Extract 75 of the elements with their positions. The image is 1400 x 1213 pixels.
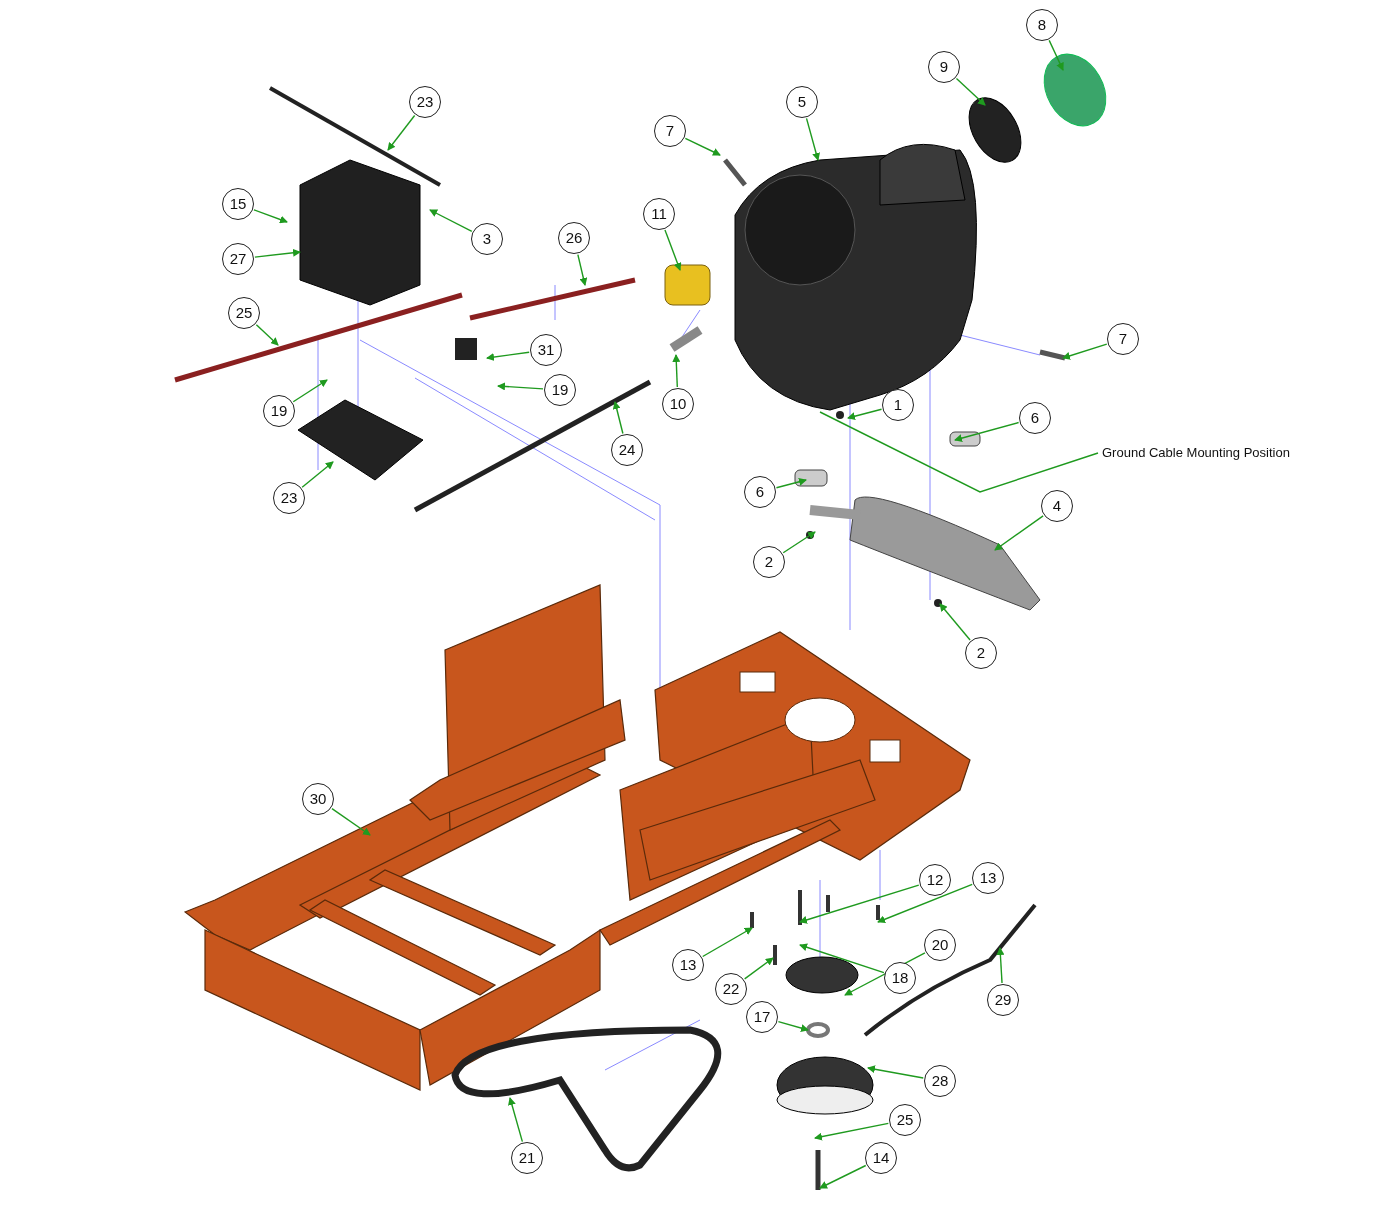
callout-number: 31 [530,334,562,366]
callout-number: 4 [1041,490,1073,522]
leader-line [702,927,753,958]
leader-line [867,1065,924,1079]
leader-line [777,1020,809,1032]
leader-line [486,351,530,361]
callout-number: 8 [1026,9,1058,41]
callout-number: 13 [672,949,704,981]
callout-number: 26 [558,222,590,254]
callout-number: 25 [889,1104,921,1136]
callout-number: 17 [746,1001,778,1033]
leader-line [1048,39,1064,71]
leader-line [387,114,416,151]
leader-line [799,943,885,974]
callout-number: 2 [753,546,785,578]
callout-number: 2 [965,637,997,669]
leader-line [497,382,544,391]
leader-line [577,253,588,286]
callout-number: 9 [928,51,960,83]
leader-line [1062,343,1108,360]
leader-line [775,477,807,489]
leader-line [996,947,1005,984]
leader-line [508,1097,524,1143]
leader-line [782,531,816,554]
callout-text: Ground Cable Mounting Position [1102,445,1290,460]
leader-line [684,137,721,156]
leader-line [292,379,328,403]
leader-line [612,401,624,435]
leader-line [819,1164,867,1189]
callout-number: 18 [884,962,916,994]
leader-line [672,354,681,388]
leader-line [743,957,774,980]
leader-line [254,248,301,258]
callout-number: 5 [786,86,818,118]
callout-number: 14 [865,1142,897,1174]
callout-number: 22 [715,973,747,1005]
leader-line [994,515,1044,551]
leader-line [429,209,473,232]
callout-number: 6 [744,476,776,508]
leader-line [877,883,973,924]
leader-line [955,77,986,106]
callout-number: 29 [987,984,1019,1016]
callout-number: 23 [409,86,441,118]
callout-number: 20 [924,929,956,961]
callout-number: 7 [654,115,686,147]
callout-number: 21 [511,1142,543,1174]
leader-line [799,884,920,924]
callout-number: 19 [544,374,576,406]
callout-number: 13 [972,862,1004,894]
leader-line [819,411,1099,493]
callout-number: 23 [273,482,305,514]
leader-line [805,117,820,161]
leader-line [331,807,371,836]
callout-number: 7 [1107,323,1139,355]
callout-number: 15 [222,188,254,220]
leader-line [255,323,279,346]
leader-line [814,1122,890,1141]
callout-number: 10 [662,388,694,420]
leader-line [253,209,288,224]
leader-line [664,229,682,271]
callout-number: 3 [471,223,503,255]
leader-line [847,408,883,421]
callout-number: 6 [1019,402,1051,434]
leader-line [954,421,1020,442]
callout-number: 19 [263,395,295,427]
callout-number: 25 [228,297,260,329]
callout-number: 24 [611,434,643,466]
callout-number: 27 [222,243,254,275]
callout-number: 30 [302,783,334,815]
callout-number: 1 [882,389,914,421]
callout-number: 28 [924,1065,956,1097]
callout-number: 11 [643,198,675,230]
leader-line [939,603,971,641]
callout-number: 12 [919,864,951,896]
leader-line [301,461,334,488]
